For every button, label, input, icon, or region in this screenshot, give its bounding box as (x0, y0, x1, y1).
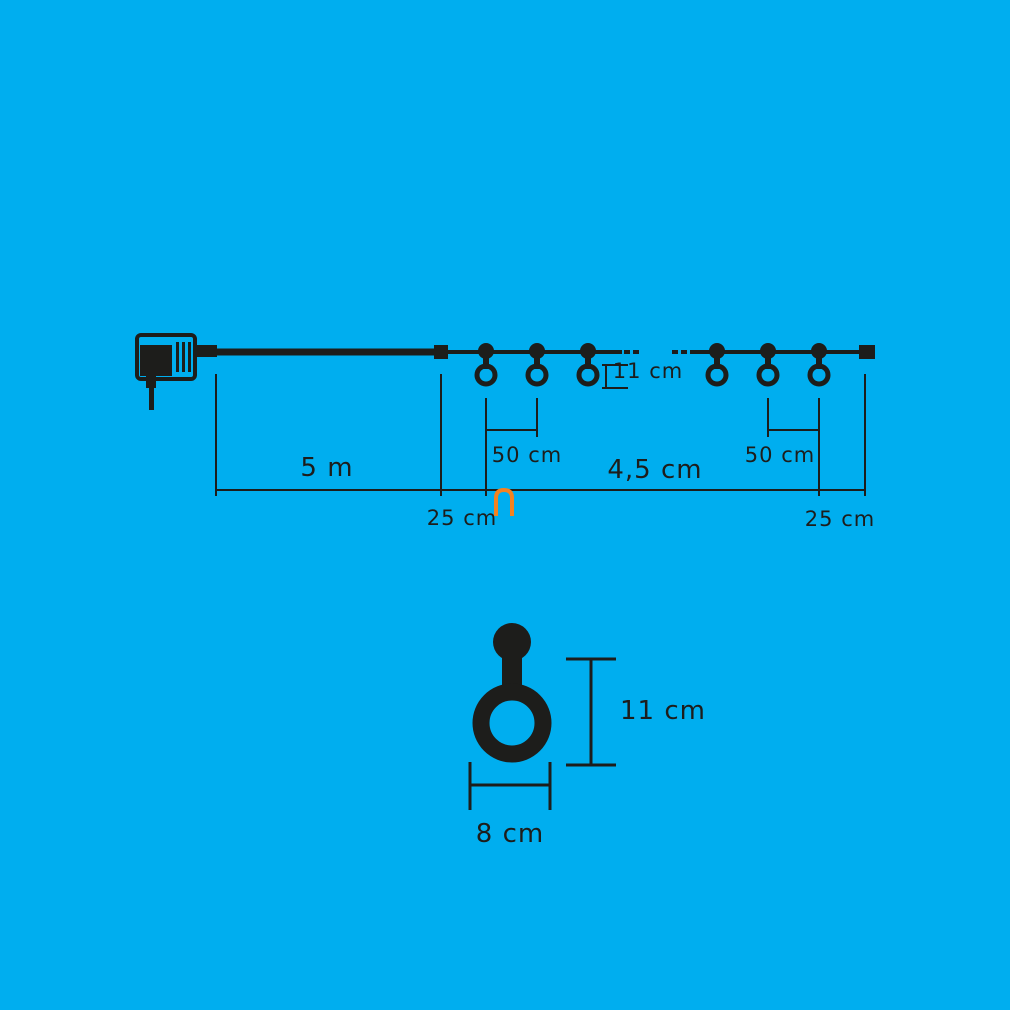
ring-bulb-icon (756, 343, 780, 387)
lit-length-label: 4,5 cm (607, 455, 702, 485)
cable-connector (434, 345, 448, 359)
main-cable (215, 345, 875, 359)
ring-bulb-icon (807, 343, 831, 387)
detail-height-bracket (566, 657, 616, 767)
detail-width-bracket (468, 762, 552, 810)
bulb-spacing-right-label: 50 cm (745, 443, 815, 467)
detail-width-label: 8 cm (476, 819, 544, 849)
bulb-drop-label: 11 cm (613, 359, 683, 383)
bulb-spacing-left-label: 50 cm (492, 443, 562, 467)
detail-height-label: 11 cm (620, 696, 706, 726)
ring-bulb-icon (474, 343, 498, 387)
cable-length-label: 5 m (300, 453, 353, 483)
lead-gap-right-label: 25 cm (805, 507, 875, 531)
lead-gap-left-label: 25 cm (427, 506, 497, 530)
ring-bulb-icon (576, 343, 600, 387)
ring-bulb-icon (705, 343, 729, 387)
brand-logo-icon (494, 487, 514, 516)
end-cap (859, 345, 875, 359)
dimension-lines (216, 429, 865, 491)
dimension-extension-lines (215, 374, 866, 496)
plug-adapter-icon (135, 333, 217, 410)
detail-bulb-icon (472, 623, 552, 763)
bulb-drop-bracket (602, 364, 628, 389)
ring-bulb-icon (525, 343, 549, 387)
